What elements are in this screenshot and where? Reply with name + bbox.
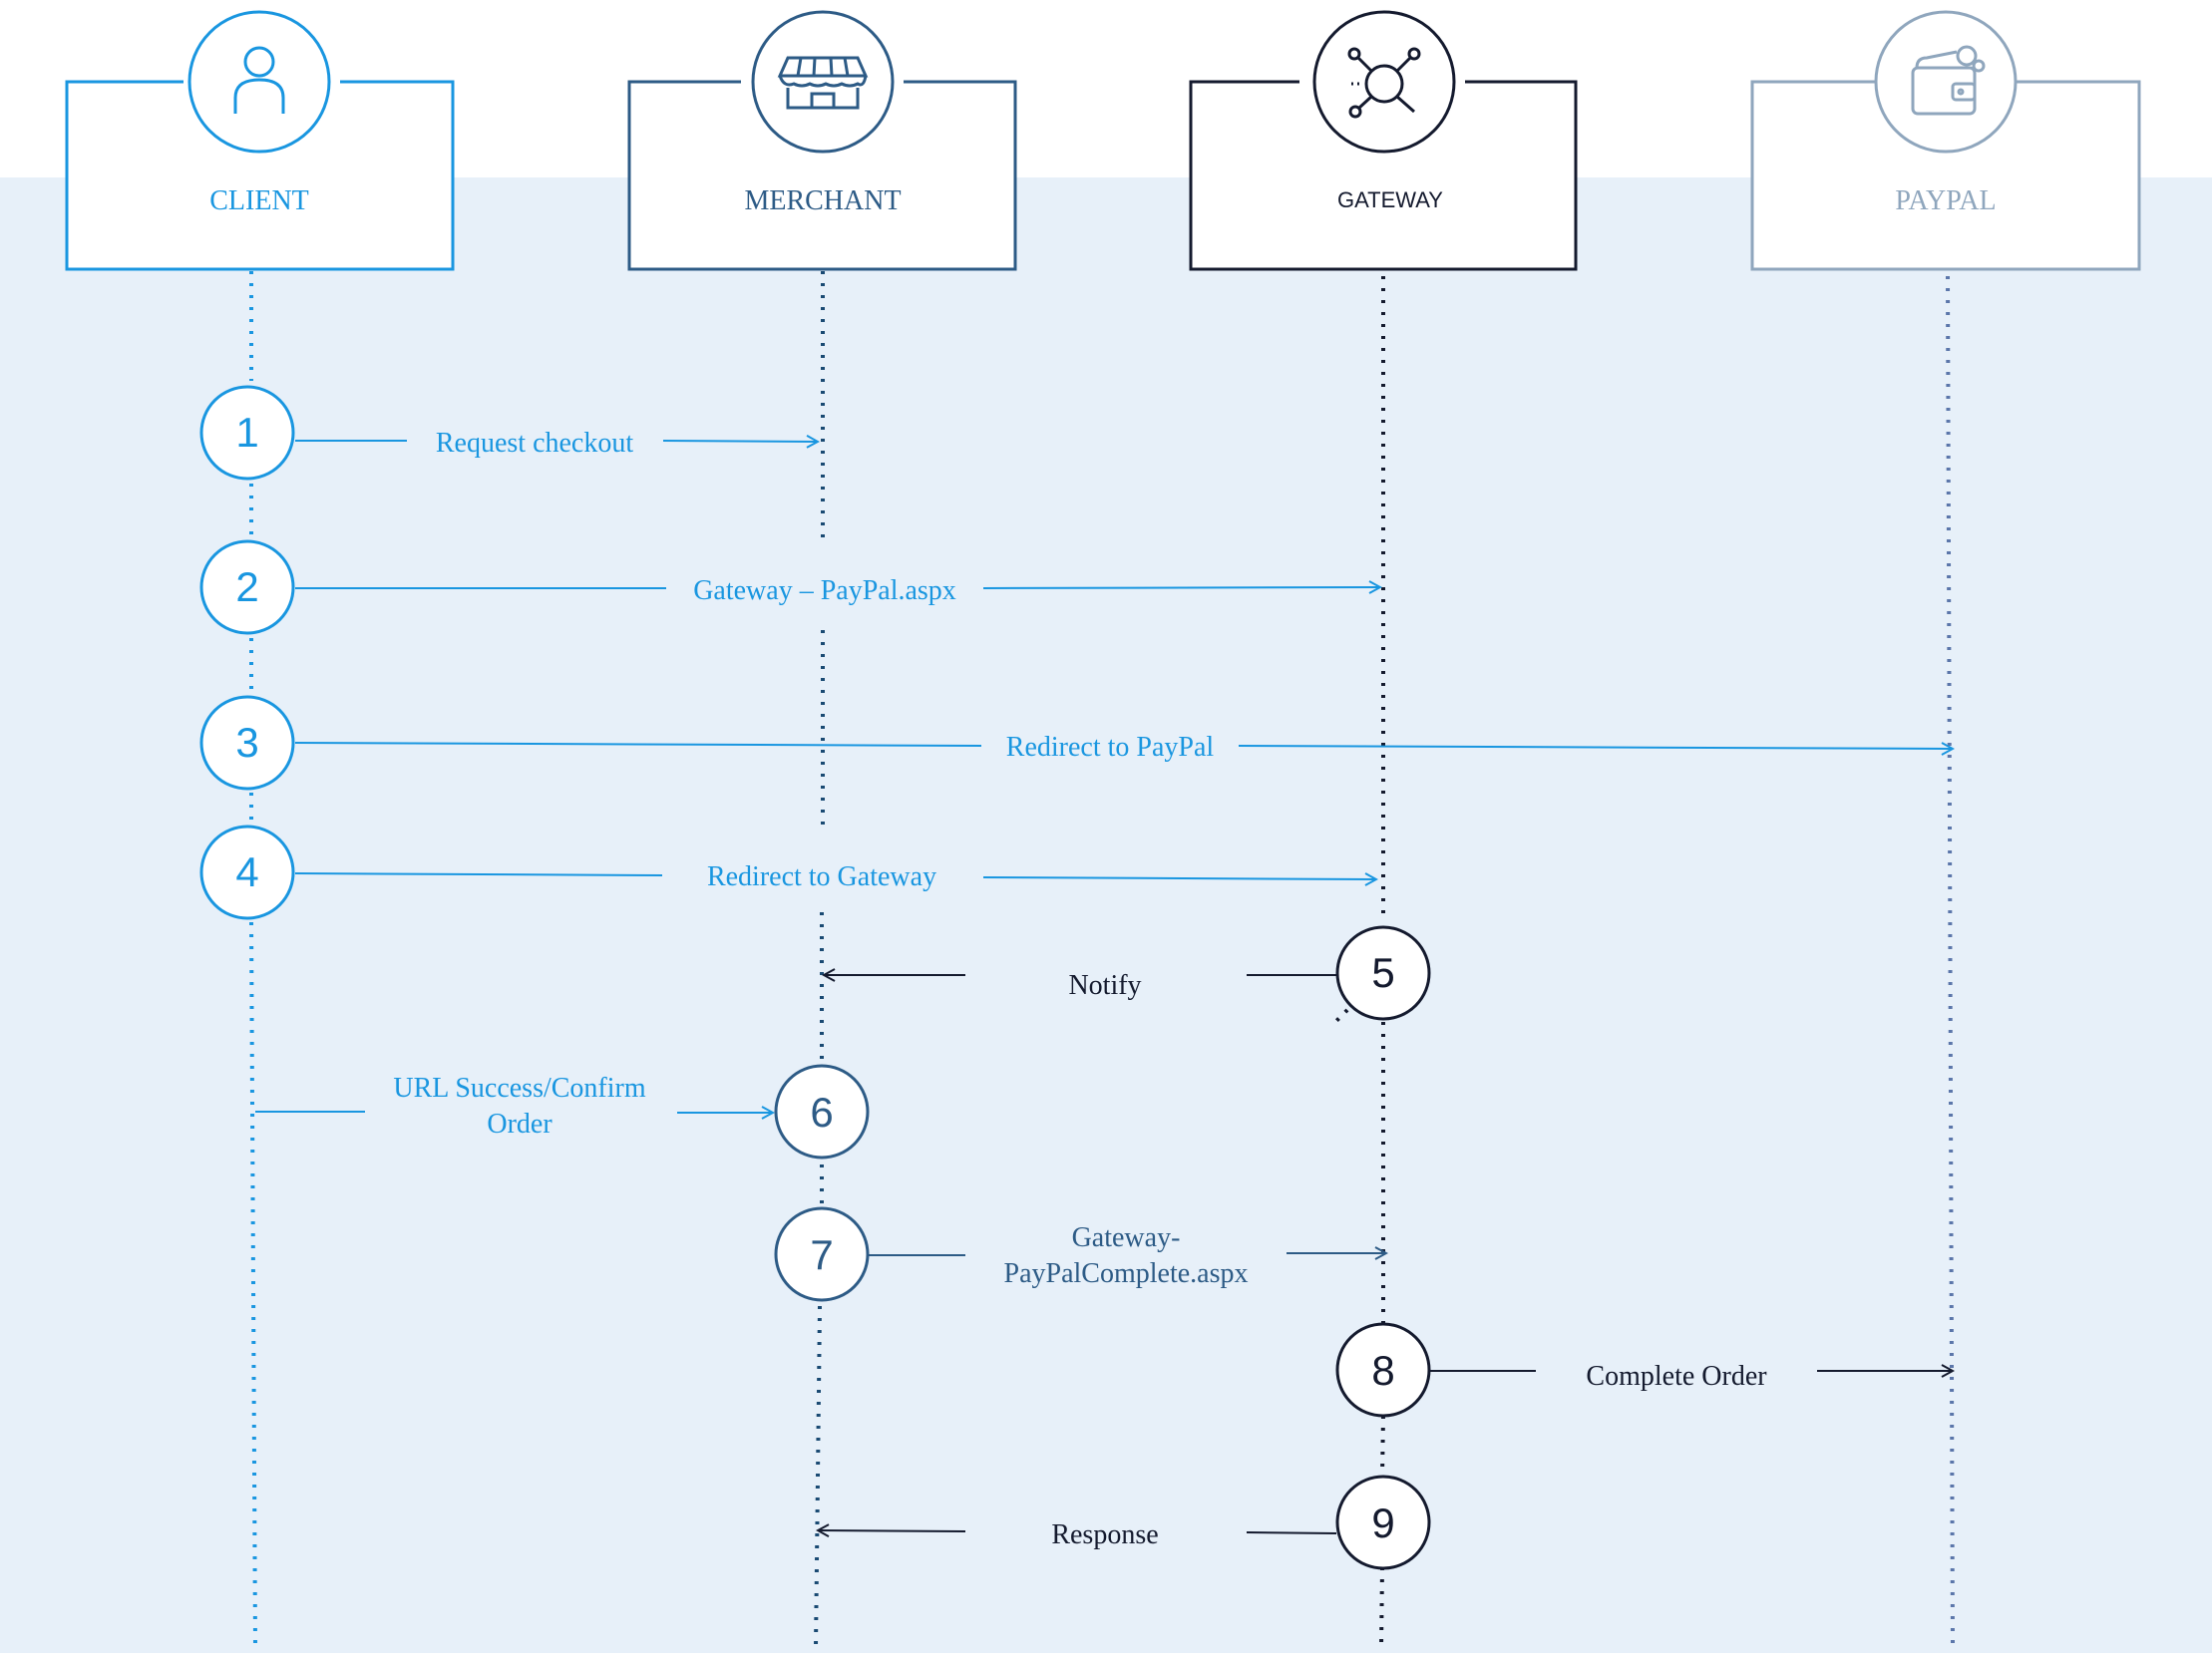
step-2-number: 2 [235, 563, 258, 610]
actor-merchant: MERCHANT [627, 10, 1017, 271]
step-8-number: 8 [1371, 1347, 1394, 1394]
actor-client-label: CLIENT [209, 185, 309, 216]
step-5: Notify 5 [824, 925, 1431, 1021]
network-icon [1347, 47, 1421, 119]
step-4-badge [199, 825, 295, 920]
step-9: Response 9 [818, 1475, 1431, 1570]
diagram-background [0, 177, 2212, 1653]
lifeline-paypal [1946, 275, 1955, 1648]
actor-paypal: PAYPAL [1750, 10, 2141, 271]
step-8-label: Complete Order [1586, 1361, 1767, 1392]
actor-merchant-label: MERCHANT [744, 185, 901, 216]
actor-client: CLIENT [65, 10, 455, 271]
step-3-badge [199, 695, 295, 791]
step-4-label: Redirect to Gateway [707, 861, 936, 892]
step-5-badge [1335, 925, 1431, 1021]
step-5-number: 5 [1371, 949, 1394, 996]
wallet-icon [1911, 45, 1986, 116]
step-2-label: Gateway – PayPal.aspx [693, 575, 956, 606]
step-8: Complete Order 8 [1335, 1322, 1953, 1418]
step-7-badge [774, 1206, 870, 1302]
step-9-badge [1335, 1475, 1431, 1570]
lifelines [249, 271, 1955, 1648]
step-8-badge [1335, 1322, 1431, 1418]
step-1-number: 1 [235, 409, 258, 456]
step-1: Request checkout 1 [199, 385, 818, 481]
step-2: Gateway – PayPal.aspx 2 [199, 539, 1380, 635]
step-3-label: Redirect to PayPal [1006, 732, 1215, 763]
step-7-label-line-2: PayPalComplete.aspx [1004, 1258, 1249, 1289]
step-6-number: 6 [810, 1089, 833, 1136]
actor-paypal-label: PAYPAL [1895, 185, 1996, 216]
step-3-number: 3 [235, 719, 258, 766]
step-7-number: 7 [810, 1231, 833, 1278]
step-3: Redirect to PayPal 3 [199, 695, 1953, 791]
actor-gateway-label: GATEWAY [1337, 187, 1443, 212]
step-7-label-line-1: Gateway- [1072, 1222, 1181, 1253]
step-6-label-line-1: URL Success/Confirm [393, 1073, 645, 1104]
step-4: Redirect to Gateway 4 [199, 825, 1376, 920]
step-4-number: 4 [235, 848, 258, 895]
actor-gateway: GATEWAY [1189, 10, 1578, 271]
step-6: URL Success/Confirm Order 6 [255, 1064, 870, 1160]
step-9-label: Response [1051, 1519, 1158, 1550]
step-5-label: Notify [1068, 970, 1141, 1001]
step-2-badge [199, 539, 295, 635]
step-1-label: Request checkout [436, 428, 633, 459]
store-icon [777, 56, 869, 110]
user-icon [233, 46, 285, 114]
step-6-label-line-2: Order [487, 1109, 553, 1140]
step-1-badge [199, 385, 295, 481]
step-9-number: 9 [1371, 1499, 1394, 1546]
step-7: Gateway- PayPalComplete.aspx 7 [774, 1206, 1386, 1302]
step-6-badge [774, 1064, 870, 1160]
